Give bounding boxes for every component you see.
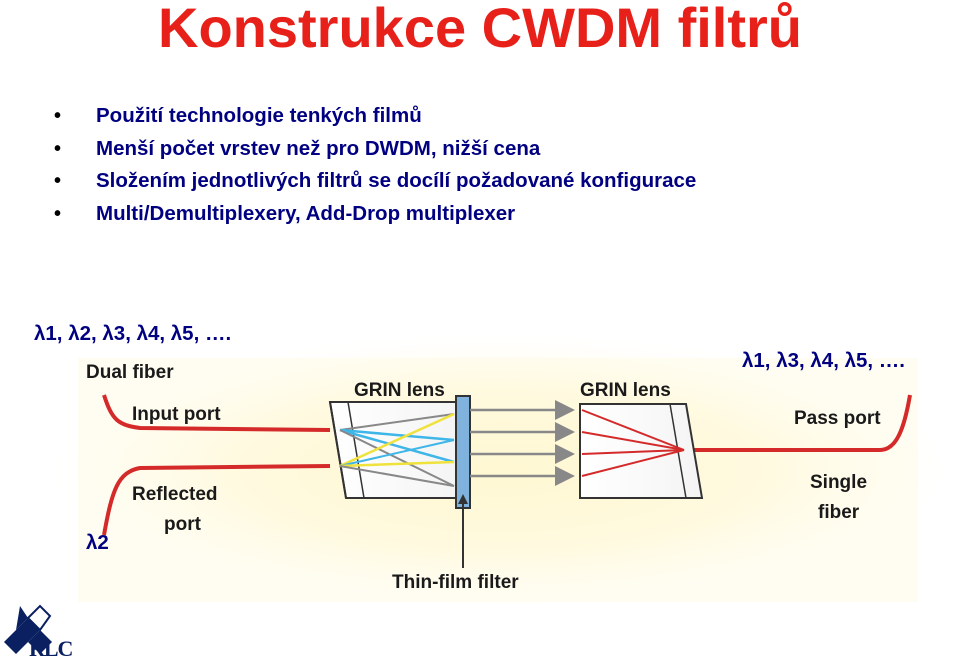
grin-lens-right-label: GRIN lens: [580, 380, 671, 401]
reflected-port-label-2: port: [164, 514, 202, 535]
filter-pointer-arrowhead: [458, 494, 468, 504]
bullet-icon: •: [54, 202, 62, 225]
reflected-wavelength: λ2: [86, 531, 109, 554]
pass-port-label: Pass port: [794, 408, 881, 429]
beam-paths-right: [581, 409, 685, 477]
grin-lens-left-label: GRIN lens: [354, 380, 445, 401]
input-fiber: [102, 394, 331, 432]
beam-paths-left: [339, 412, 455, 487]
reflected-fiber: [102, 464, 331, 536]
bullet-text: Multi/Demultiplexery, Add-Drop multiplex…: [96, 201, 516, 225]
bullet-list: • Použití technologie tenkých filmů • Menš…: [54, 100, 696, 230]
dual-fiber-label: Dual fiber: [86, 362, 174, 383]
bullet-text: Menší počet vrstev než pro DWDM, nižší c…: [96, 136, 541, 160]
parallel-beams: [470, 400, 575, 486]
bullet-text: Složením jednotlivých filtrů se docílí p…: [96, 169, 697, 192]
bullet-icon: •: [54, 170, 62, 192]
bullet-item: • Složením jednotlivých filtrů se docílí …: [54, 165, 696, 198]
rlc-logo-text: RLC: [29, 636, 73, 661]
bullet-text: Použití technologie tenkých filmů: [96, 104, 422, 127]
single-fiber-label-1: Single: [810, 472, 867, 493]
bullet-icon: •: [54, 137, 62, 160]
slide-title: Konstrukce CWDM filtrů: [158, 0, 802, 59]
single-fiber-label-2: fiber: [818, 502, 860, 523]
bullet-item: • Multi/Demultiplexery, Add-Drop multiple…: [54, 198, 696, 231]
bullet-item: • Menší počet vrstev než pro DWDM, nižší …: [54, 133, 696, 166]
thin-film-filter-label: Thin-film filter: [392, 572, 519, 593]
thin-film-filter: [455, 395, 471, 509]
bullet-item: • Použití technologie tenkých filmů: [54, 100, 696, 133]
bullet-icon: •: [54, 105, 62, 127]
pass-wavelengths: λ1, λ3, λ4, λ5, ….: [742, 349, 905, 372]
input-wavelengths: λ1, λ2, λ3, λ4, λ5, ….: [34, 322, 232, 345]
input-port-label: Input port: [132, 404, 221, 425]
pass-fiber: [688, 394, 912, 452]
reflected-port-label-1: Reflected: [132, 484, 218, 505]
diagram-panel: [78, 358, 918, 602]
rlc-logo-icon: [4, 604, 52, 654]
